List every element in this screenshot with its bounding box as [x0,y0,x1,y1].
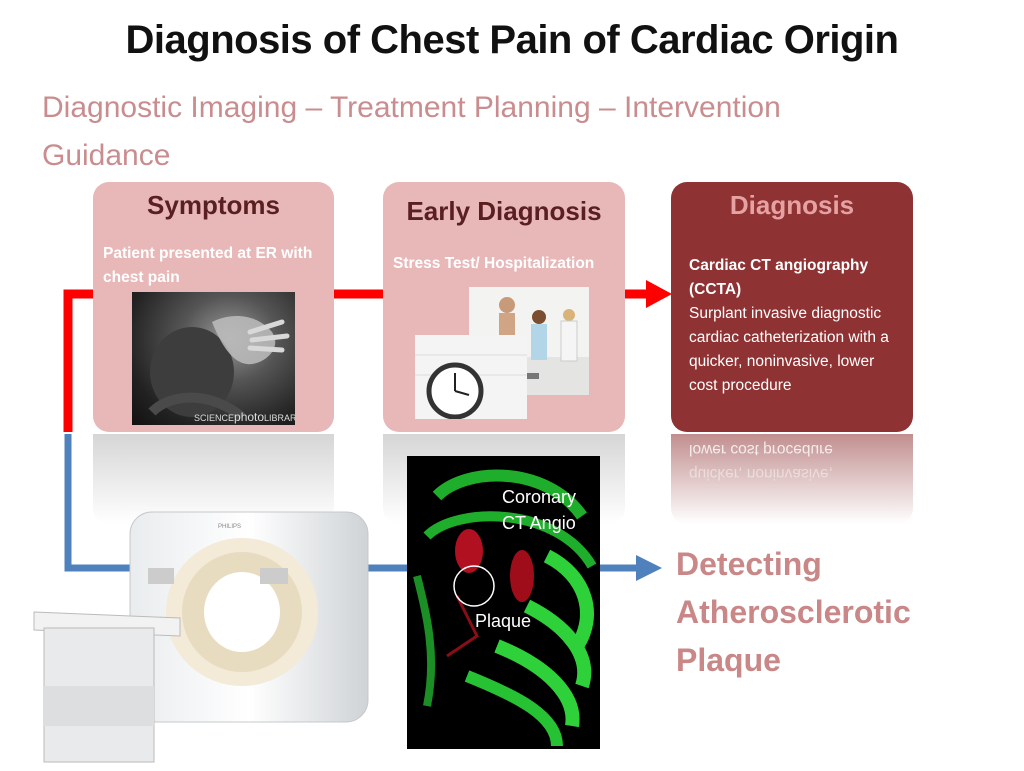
reflection-line-1: lower cost procedure [689,441,833,458]
symptoms-card: Symptoms Patient presented at ER with ch… [93,182,334,432]
ct-angio-image: Coronary CT Angio Plaque [407,456,600,749]
early-diagnosis-text: Stress Test/ Hospitalization [393,255,595,272]
clock-icon [415,335,527,419]
photo-credit-b: photo [234,410,265,424]
ccta-text: Cardiac CT angiography (CCTA) [689,257,869,298]
diagnosis-description: Surplant invasive diagnostic cardiac cat… [689,305,889,394]
ct-label-plaque: Plaque [475,611,532,631]
ct-label-ct-angio: CT Angio [502,513,576,533]
ct-angio-illustration [413,469,597,747]
ct-label-coronary: Coronary [502,487,577,507]
photo-credit: SCIENCEphotoLIBRARY [194,410,295,424]
outcome-line-1: Detecting [676,546,822,582]
plaque-marker [453,565,495,607]
chest-pain-photo: SCIENCEphotoLIBRARY [132,292,295,425]
photo-credit-c: LIBRARY [264,413,295,423]
diagnosis-heading: Diagnosis [729,190,855,220]
slide-title: Diagnosis of Chest Pain of Cardiac Origi… [125,18,899,62]
clock-photo [415,335,527,419]
red-arrowhead [646,280,672,308]
symptoms-reflection [93,434,334,524]
outcome-line-2: Atherosclerotic [676,594,911,630]
photo-credit-a: SCIENCE [194,413,235,423]
reflection-line-2: quicker, noninvasive, [689,465,833,482]
ct-scanner-image: PHILIPS [30,508,375,766]
early-diagnosis-card: Early Diagnosis Stress Test/ Hospitaliza… [383,182,625,432]
hand-on-chest-illustration [148,316,290,421]
blue-arrowhead [636,555,662,581]
ct-scanner-illustration: PHILIPS [33,511,369,763]
scanner-brand: PHILIPS [218,524,241,530]
symptoms-text: Patient presented at ER with chest pain [103,245,313,286]
diagnosis-reflection: lower cost procedure quicker, noninvasiv… [671,434,913,524]
early-diagnosis-heading: Early Diagnosis [406,196,602,226]
outcome-text: Detecting Atherosclerotic Plaque [676,540,976,684]
symptoms-heading: Symptoms [147,190,280,220]
slide-subtitle: Diagnostic Imaging – Treatment Planning … [42,91,781,172]
outcome-line-3: Plaque [676,642,781,678]
diagnosis-card: Diagnosis Cardiac CT angiography (CCTA) … [671,182,913,432]
